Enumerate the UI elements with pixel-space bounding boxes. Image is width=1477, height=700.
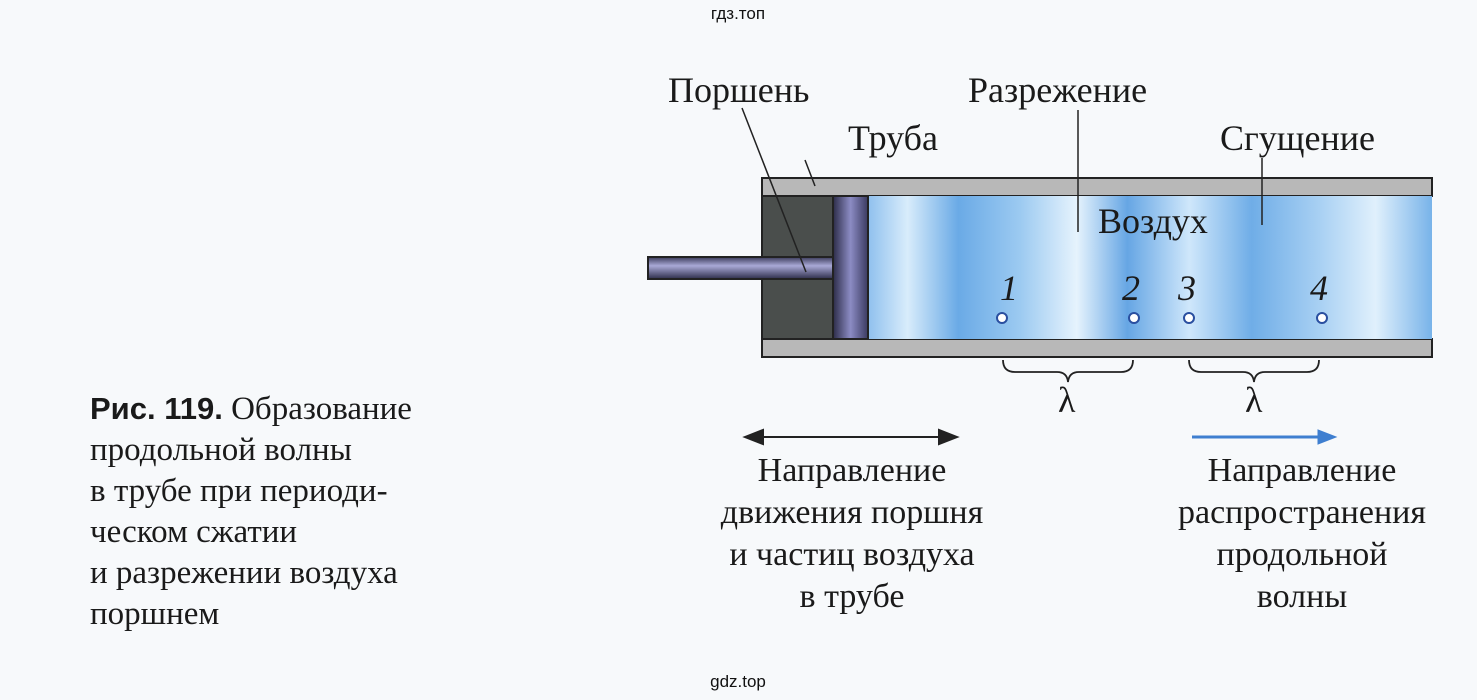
wave-direction-text: Направление распространения продольной в… xyxy=(1178,450,1426,618)
particle-1 xyxy=(996,312,1008,324)
point-label-2: 2 xyxy=(1122,268,1140,308)
label-air: Воздух xyxy=(1098,201,1208,241)
watermark-top: гдз.топ xyxy=(710,4,766,23)
text-line: волны xyxy=(1256,578,1348,615)
figure-caption: Рис. 119. Образование продольной волны в… xyxy=(90,388,412,635)
air-column xyxy=(868,196,1432,339)
label-compression: Сгущение xyxy=(1220,118,1375,158)
text-line: и частиц воздуха xyxy=(729,536,975,573)
particle-3 xyxy=(1183,312,1195,324)
lambda-label-2: λ xyxy=(1245,380,1263,420)
particle-markers xyxy=(996,312,1328,324)
caption-line: поршнем xyxy=(90,596,220,632)
text-line: Направление xyxy=(1207,452,1397,489)
tube-top-wall xyxy=(761,177,1433,197)
label-tube: Труба xyxy=(848,118,938,158)
text-line: Направление xyxy=(757,452,947,489)
point-label-1: 1 xyxy=(1000,268,1018,308)
piston-direction-text: Направление движения поршня и частиц воз… xyxy=(721,450,983,618)
lambda-label-1: λ xyxy=(1058,380,1076,420)
watermark-bottom: gdz.top xyxy=(710,672,766,691)
leader-piston xyxy=(741,107,807,273)
particle-2 xyxy=(1128,312,1140,324)
caption-line: Образование xyxy=(231,391,412,427)
caption-line: продольной волны xyxy=(90,432,352,468)
caption-line: ческом сжатии xyxy=(90,514,298,550)
piston-disk xyxy=(832,195,869,340)
figure-number: Рис. 119. xyxy=(90,391,223,426)
label-rarefaction: Разрежение xyxy=(968,70,1148,110)
particle-4 xyxy=(1316,312,1328,324)
text-line: движения поршня xyxy=(720,494,984,531)
text-line: продольной xyxy=(1216,536,1388,573)
caption-line: в трубе при периоди- xyxy=(90,473,388,509)
label-piston: Поршень xyxy=(668,70,810,110)
wavelength-brace-1 xyxy=(1002,359,1134,383)
leader-tube xyxy=(804,159,816,187)
caption-line: и разрежении воздуха xyxy=(90,555,398,591)
text-line: распространения xyxy=(1178,494,1426,531)
point-label-4: 4 xyxy=(1310,268,1328,308)
arrow-wave-propagation xyxy=(1192,429,1338,445)
point-label-3: 3 xyxy=(1177,268,1196,308)
piston-rod xyxy=(647,256,834,280)
tube-bottom-wall xyxy=(761,338,1433,358)
double-arrow-piston-motion xyxy=(742,428,960,446)
text-line: в трубе xyxy=(799,578,905,615)
wavelength-brace-2 xyxy=(1188,359,1320,383)
